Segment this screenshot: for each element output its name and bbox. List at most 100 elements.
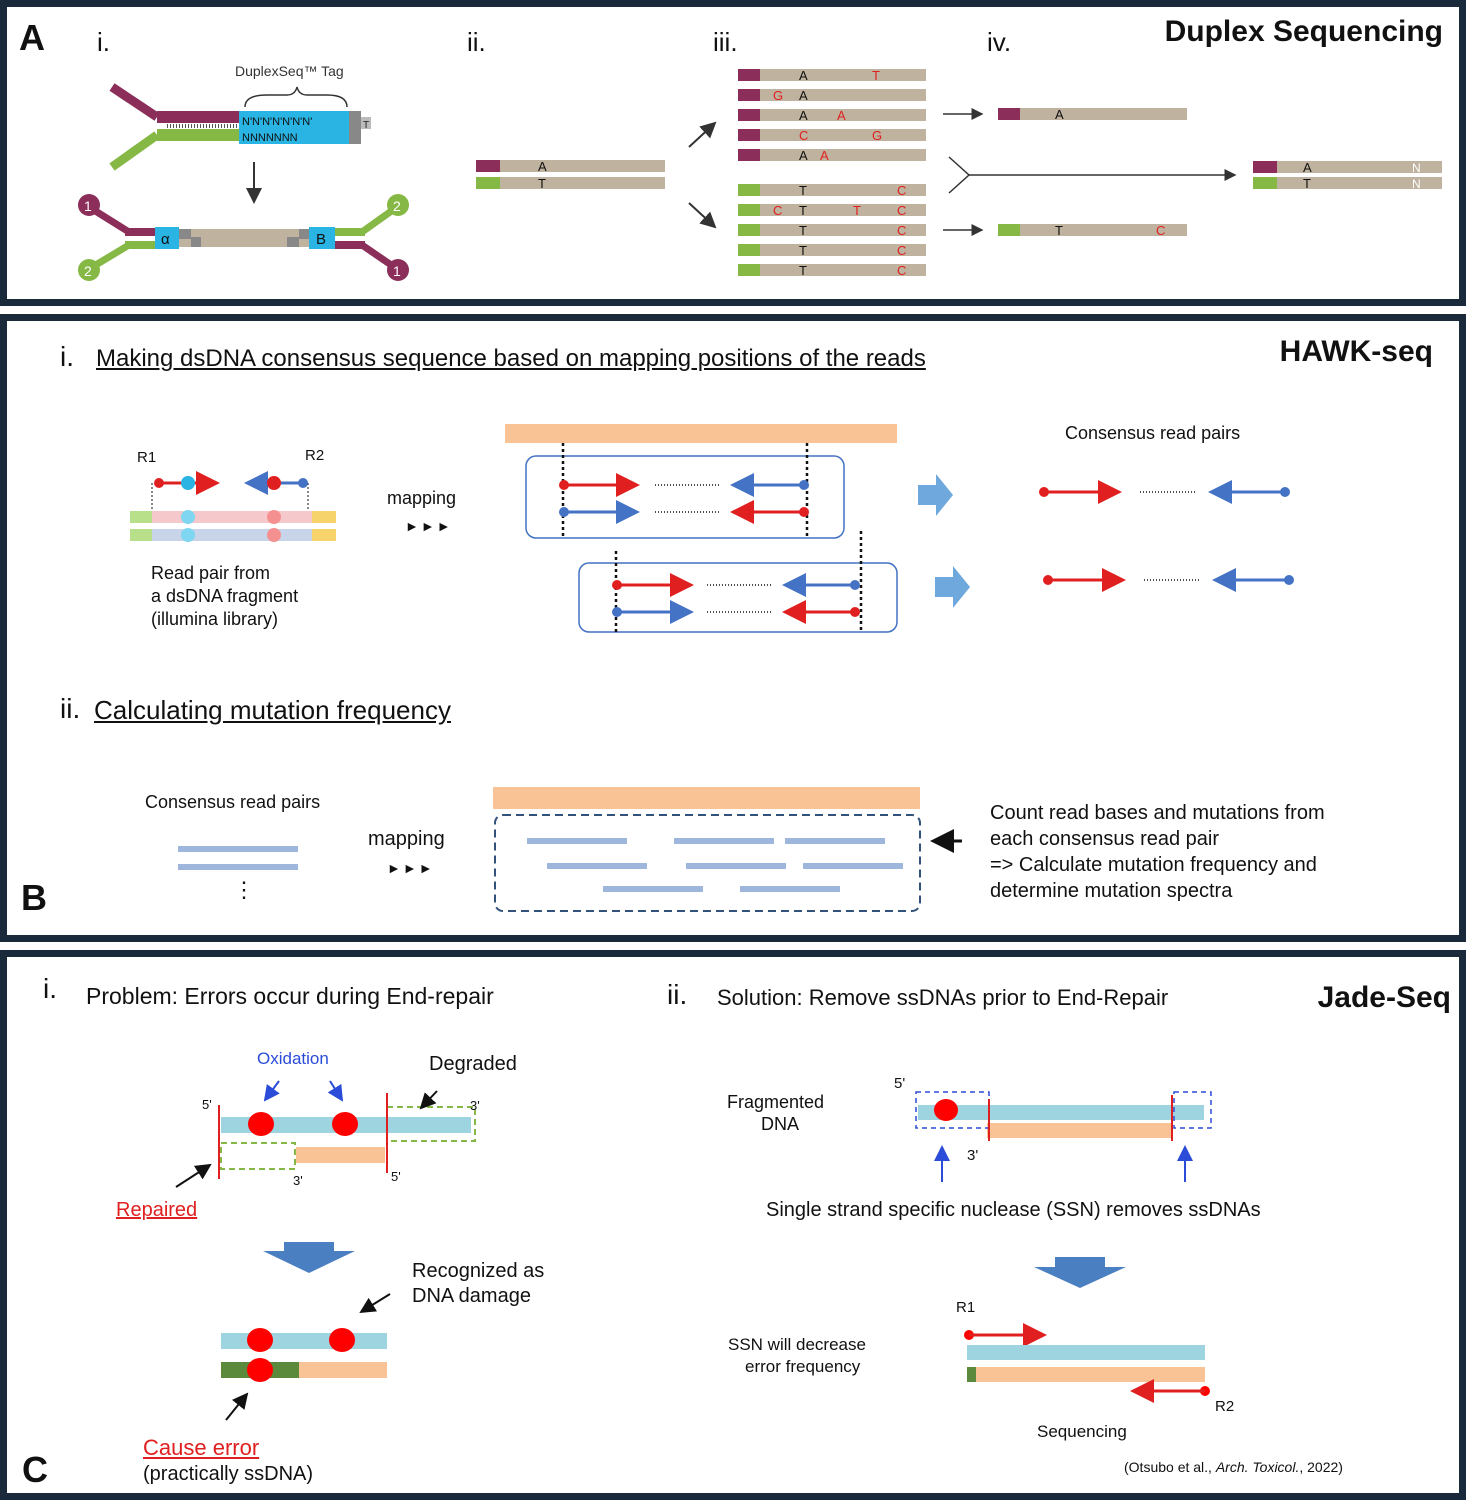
read-pair-line2: a dsDNA fragment [151, 586, 299, 606]
read-pair-fragment [130, 471, 336, 542]
iii-base: A [799, 88, 808, 103]
r2-label-c: R2 [1215, 1398, 1235, 1415]
duplex-adapter: T N'N'N'N'N'N'N' NNNNNNN DuplexSeq™ Tag [109, 63, 371, 204]
mutation-frequency-diagram [178, 787, 962, 912]
iii-base: C [773, 203, 782, 218]
step-iv-label: iv. [987, 27, 1012, 57]
fragmented-line1: Fragmented [727, 1092, 825, 1112]
panel-c: i. Problem: Errors occur during End-repa… [0, 950, 1466, 1500]
iv-base: A [1303, 160, 1312, 175]
ii-T: T [538, 176, 546, 191]
r1-label: R1 [137, 449, 157, 466]
ssn-decrease-line1: SSN will decrease [728, 1335, 866, 1354]
step-iii-label: iii. [713, 27, 738, 57]
iii-base: G [773, 88, 783, 103]
fragmented-line2: DNA [761, 1114, 800, 1134]
five-prime-b: 5' [391, 1169, 401, 1184]
panel-b: HAWK-seq i. Making dsDNA consensus seque… [0, 314, 1466, 942]
c-i-heading: Problem: Errors occur during End-repair [86, 983, 494, 1009]
iii-base: C [799, 128, 808, 143]
read-pair-line3: (illumina library) [151, 609, 279, 629]
count-line3: => Calculate mutation frequency and [990, 854, 1317, 876]
alpha-label: α [161, 231, 170, 248]
b-ii-num: ii. [60, 693, 81, 724]
repaired-label: Repaired [116, 1199, 198, 1221]
mapping-label: mapping [387, 488, 457, 508]
consensus-read-pairs [1039, 480, 1294, 592]
citation-pre: (Otsubo et al., [1124, 1459, 1216, 1475]
consensus-label-2: Consensus read pairs [145, 792, 321, 812]
practically-label: (practically ssDNA) [143, 1463, 314, 1485]
node-2b: 2 [393, 198, 401, 214]
node-2a: 2 [84, 263, 92, 279]
tag-row1: N'N'N'N'N'N'N' [242, 116, 312, 128]
iv-base: N [1412, 177, 1421, 191]
iv-base: C [1156, 223, 1165, 238]
step-iv-consensus: A T C A T N N [943, 107, 1442, 238]
panel-a-diagram: T N'N'N'N'N'N'N' NNNNNNN DuplexSeq™ Tag … [78, 63, 1442, 281]
panel-b-letter: B [21, 877, 47, 918]
ssn-decrease-line2: error frequency [745, 1357, 861, 1376]
cause-error-label: Cause error [143, 1435, 260, 1460]
step-ii-duplex: A T [476, 121, 717, 229]
panel-c-diagram [175, 1080, 1212, 1421]
sequencing-label: Sequencing [1037, 1422, 1127, 1441]
iii-base: C [897, 203, 906, 218]
mapping-label-2: mapping [368, 828, 445, 850]
count-line2: each consensus read pair [990, 828, 1220, 850]
mapping-arrows: ►►► [405, 518, 453, 534]
c-ii-heading: Solution: Remove ssDNAs prior to End-Rep… [717, 985, 1169, 1010]
block-arrow-2 [935, 566, 970, 608]
count-line4: determine mutation spectra [990, 880, 1233, 902]
iv-base: N [1412, 161, 1421, 175]
reference-bar-1 [505, 424, 897, 443]
ssn-removes-label: Single strand specific nuclease (SSN) re… [766, 1199, 1261, 1221]
five-prime-a: 5' [202, 1097, 212, 1112]
step-i-label: i. [97, 27, 110, 57]
duplex-ligated: α B 1 2 2 1 [78, 194, 409, 281]
panel-a-letter: A [19, 17, 45, 58]
ii-A: A [538, 159, 547, 174]
iii-base: T [799, 223, 807, 238]
three-prime-a: 3' [470, 1098, 480, 1113]
iii-base: T [799, 263, 807, 278]
read-pair-line1: Read pair from [151, 563, 271, 583]
panel-b-title: HAWK-seq [1279, 335, 1433, 368]
consensus-label: Consensus read pairs [1065, 423, 1241, 443]
iii-base: C [897, 263, 906, 278]
recognized-line1: Recognized as [412, 1260, 545, 1282]
b-i-num: i. [60, 341, 74, 372]
tag-label: DuplexSeq™ Tag [235, 63, 344, 79]
iv-base: A [1055, 107, 1064, 122]
r2-label: R2 [305, 447, 325, 464]
panel-c-title: Jade-Seq [1317, 981, 1451, 1014]
c-ii-num: ii. [667, 979, 688, 1010]
ssn-solution [915, 1091, 1212, 1403]
panel-b-diagram [130, 424, 1294, 912]
three-prime-b: 3' [293, 1173, 303, 1188]
count-line1: Count read bases and mutations from [990, 802, 1325, 824]
iv-base: T [1303, 176, 1311, 191]
vdots: ⋮ [233, 877, 255, 902]
degraded-label: Degraded [429, 1053, 517, 1075]
iii-base: C [897, 183, 906, 198]
iii-base: T [799, 203, 807, 218]
panel-c-letter: C [22, 1449, 48, 1490]
iii-base: A [799, 108, 808, 123]
iii-base: T [799, 243, 807, 258]
iii-base: C [897, 243, 906, 258]
step-ii-label: ii. [467, 27, 486, 57]
oxidation-label: Oxidation [257, 1049, 329, 1068]
tag-row2: NNNNNNN [242, 132, 298, 144]
consensus-group-1 [525, 443, 845, 539]
five-prime-c: 5' [894, 1075, 906, 1092]
iii-base: A [820, 148, 829, 163]
block-arrow-1 [918, 474, 953, 516]
consensus-group-2 [578, 531, 898, 633]
endrepair-problem [175, 1080, 476, 1421]
iii-base: G [872, 128, 882, 143]
r1-label-c: R1 [956, 1299, 976, 1316]
iii-base: T [799, 183, 807, 198]
citation-journal: Arch. Toxicol. [1215, 1459, 1300, 1475]
three-prime-c: 3' [967, 1147, 979, 1164]
